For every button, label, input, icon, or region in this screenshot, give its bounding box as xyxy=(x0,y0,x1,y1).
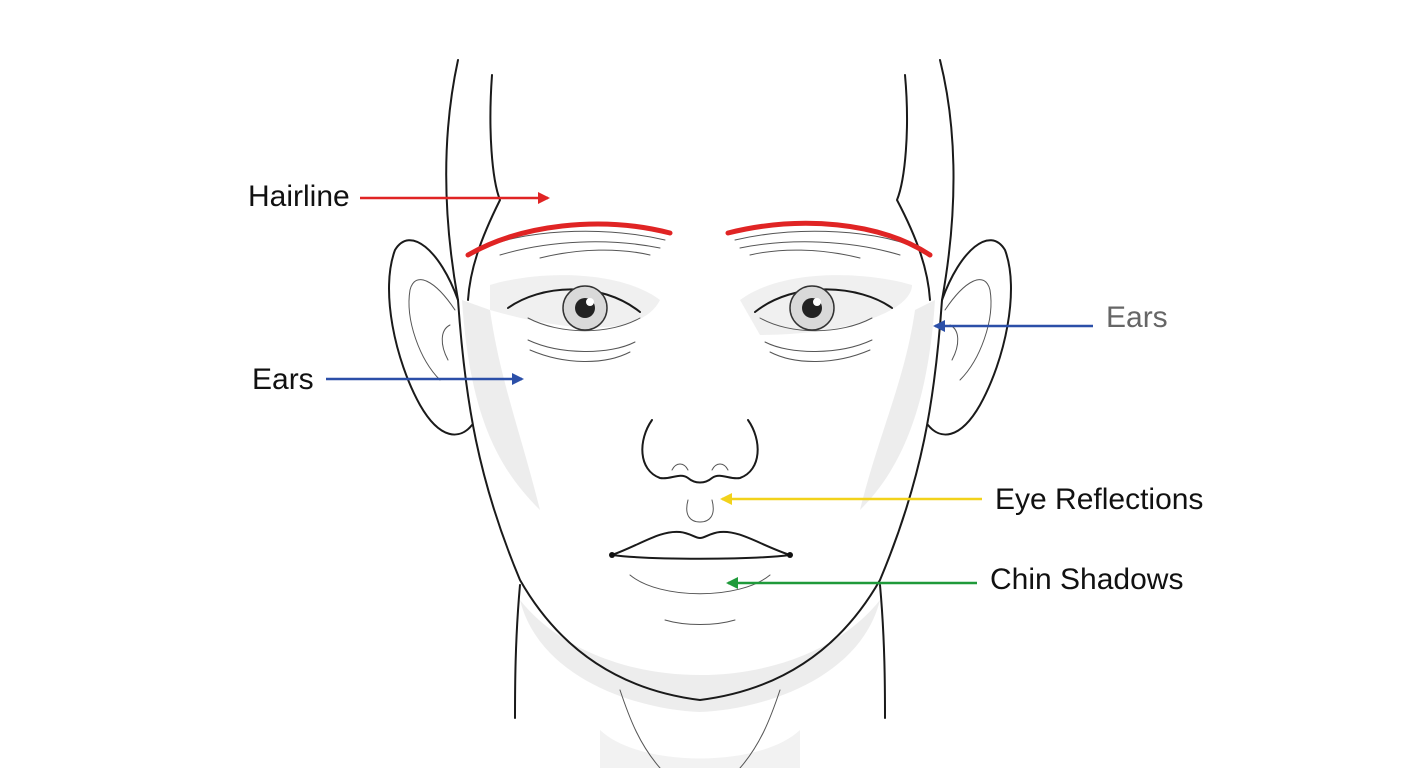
chin-shadows-label: Chin Shadows xyxy=(990,563,1183,596)
right-ear xyxy=(927,239,1012,436)
right-eye xyxy=(754,285,893,362)
hairline-highlight-right xyxy=(725,220,933,258)
hairline-highlight xyxy=(465,221,673,258)
nose xyxy=(641,419,759,523)
lips xyxy=(609,530,793,625)
hairline-label: Hairline xyxy=(248,180,350,213)
eye-reflections-label: Eye Reflections xyxy=(995,483,1203,516)
ears-right-label: Ears xyxy=(1106,301,1168,334)
left-ear xyxy=(388,239,473,436)
eyebrows xyxy=(477,230,923,259)
ears-left-label: Ears xyxy=(252,363,314,396)
neck xyxy=(514,584,886,768)
left-eye xyxy=(507,285,641,362)
